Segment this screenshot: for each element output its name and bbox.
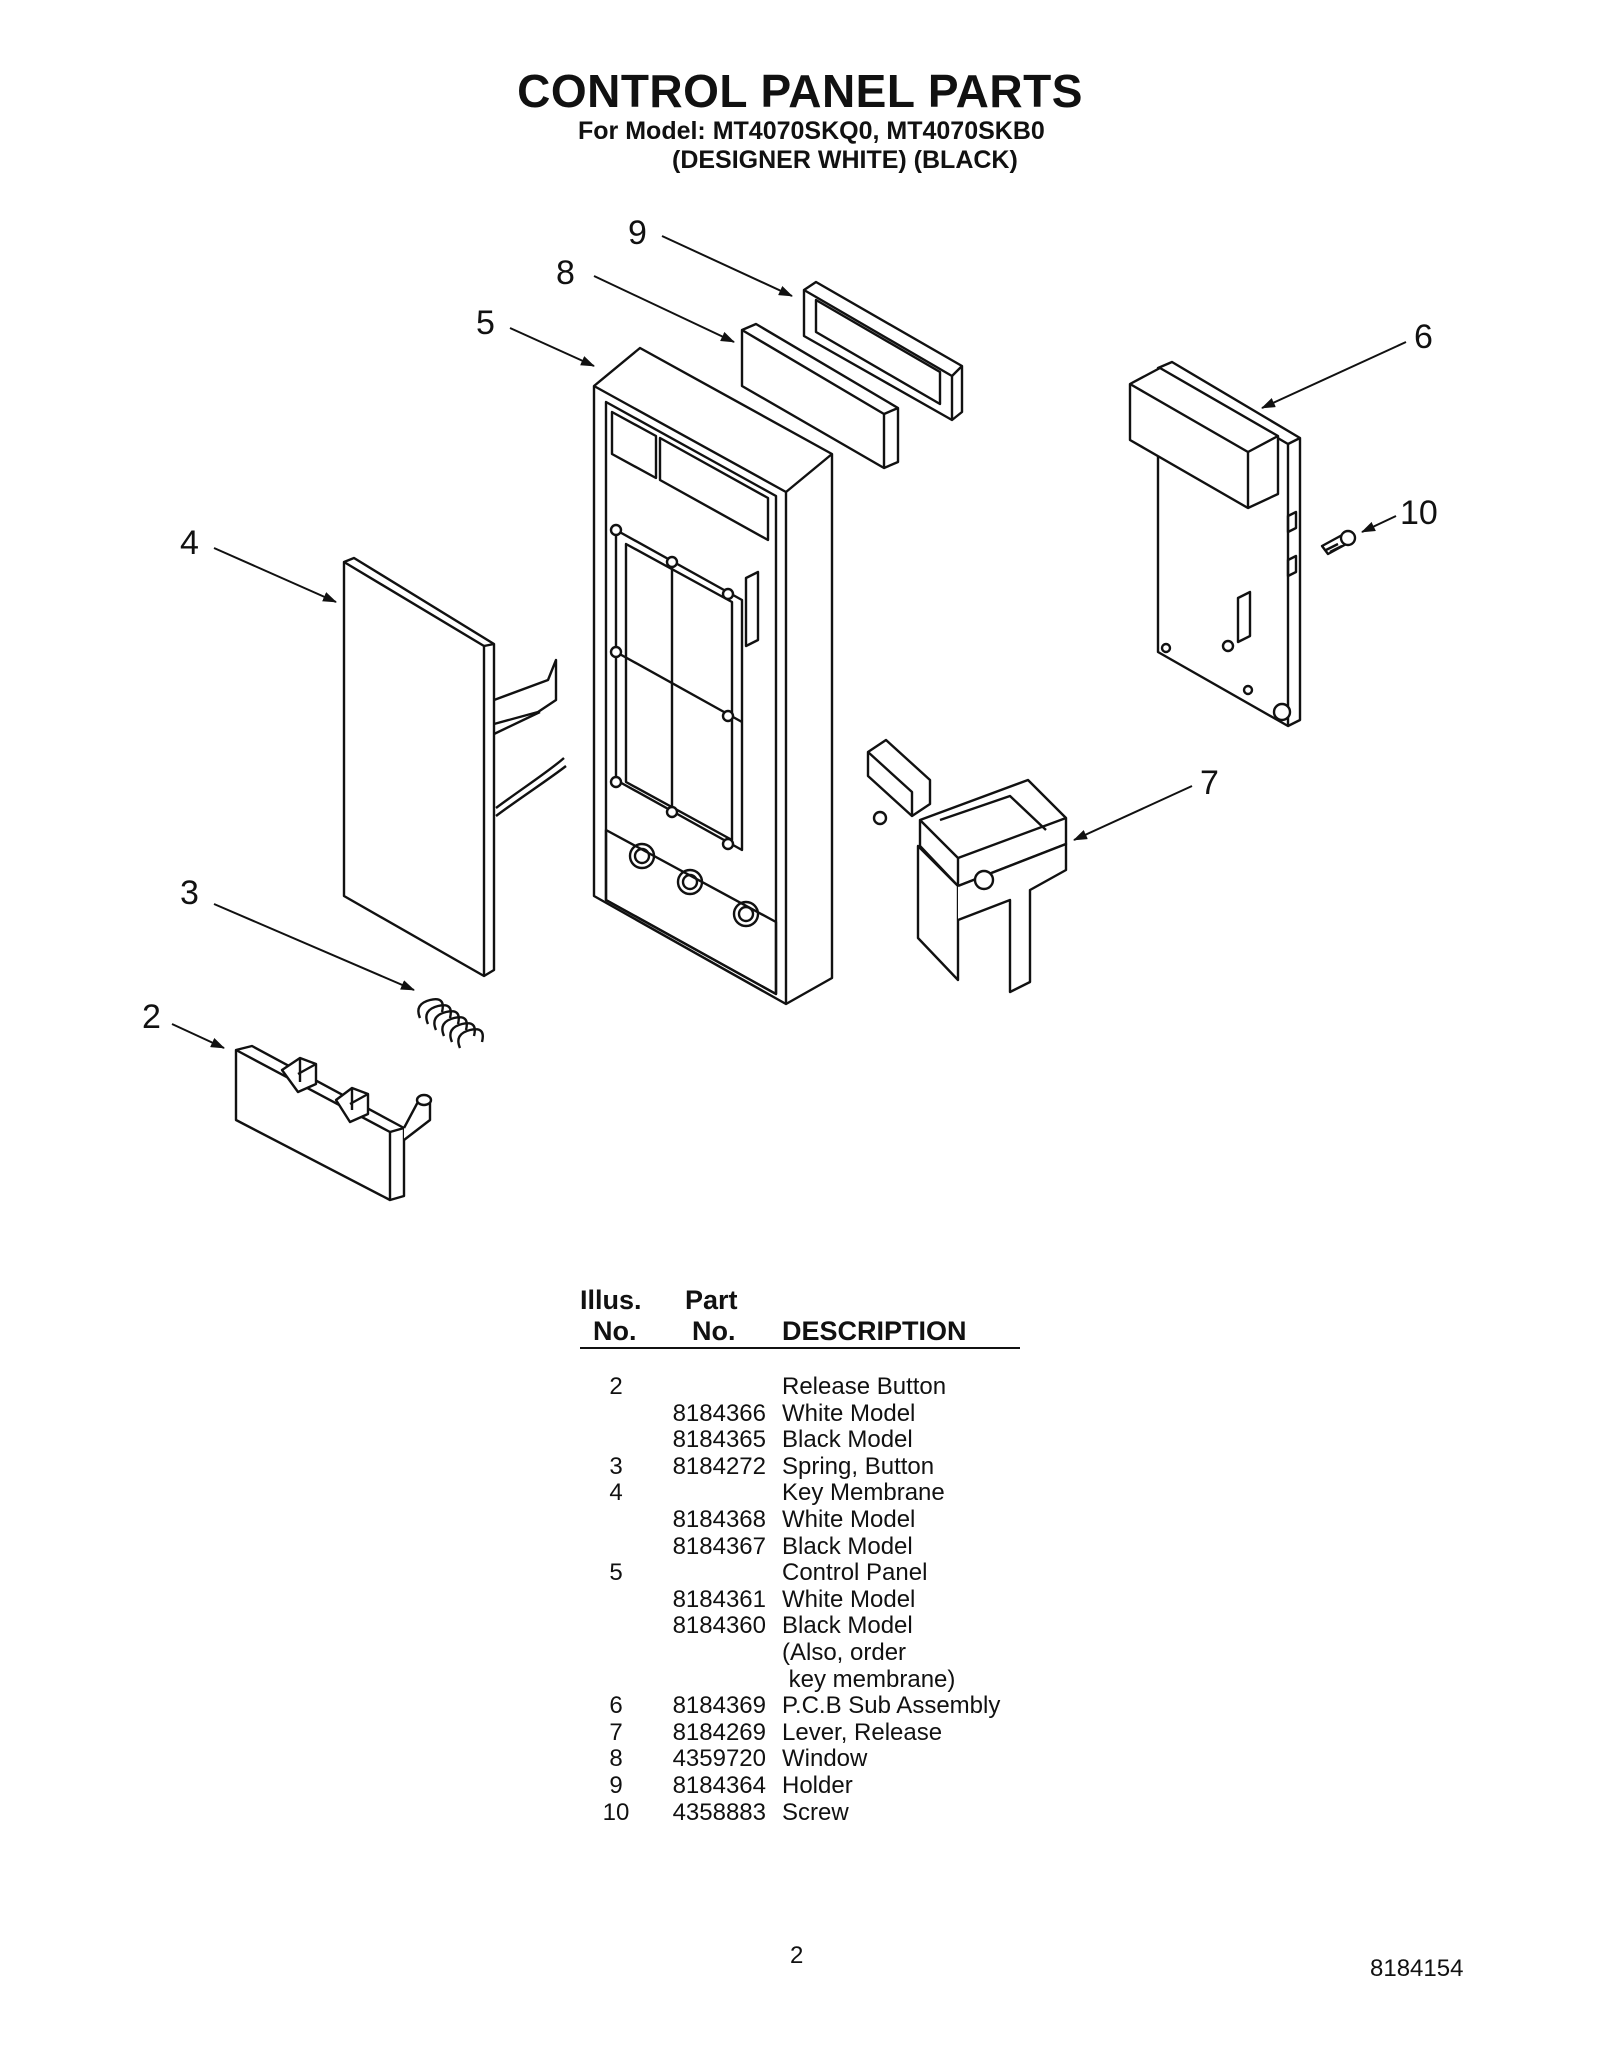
illus-no-cell: 2: [609, 1373, 623, 1400]
description-cell: Window: [782, 1745, 868, 1773]
table-row: 8184366 White Model: [580, 1400, 1020, 1427]
holder-part: [802, 280, 964, 422]
description-cell: (Also, order: [782, 1638, 907, 1666]
description-cell: Spring, Button: [782, 1452, 935, 1480]
table-row: 6 8184369 P.C.B Sub Assembly: [580, 1692, 1020, 1719]
description-cell: Release Button: [782, 1373, 947, 1400]
part-no-cell: 8184361: [672, 1585, 766, 1613]
description-cell: Control Panel: [782, 1559, 928, 1587]
table-row: 4 Key Membrane: [580, 1479, 1020, 1506]
header-illus-line2: No.: [593, 1316, 637, 1346]
part-no-cell: 8184360: [672, 1612, 766, 1640]
table-row: 8 4359720 Window: [580, 1745, 1020, 1772]
pcb-sub-assembly-part: [1128, 360, 1302, 728]
description-cell: Screw: [782, 1798, 849, 1826]
description-cell: White Model: [782, 1585, 916, 1613]
release-lever-part: [866, 738, 1068, 994]
description-cell: Black Model: [782, 1612, 913, 1640]
document-number: 8184154: [1370, 1955, 1464, 1982]
table-row: 8184368 White Model: [580, 1506, 1020, 1533]
callout-3: 3: [180, 874, 199, 912]
part-no-cell: 8184365: [672, 1426, 766, 1454]
exploded-parts-diagram: 9 8 5 6 10 4 7 3 2: [142, 214, 1438, 1202]
illus-no-cell: 9: [609, 1771, 623, 1799]
part-no-cell: 8184272: [672, 1452, 766, 1480]
parts-table: Illus. No. Part No. DESCRIPTION 2 Release…: [580, 1285, 1020, 1826]
description-cell: Black Model: [782, 1426, 913, 1454]
control-panel-part: [592, 346, 834, 1006]
parts-table-header: Illus. No. Part No. DESCRIPTION: [580, 1285, 1020, 1347]
description-cell: White Model: [782, 1399, 916, 1427]
table-row: 5 Control Panel: [580, 1559, 1020, 1586]
part-no-cell: 8184367: [672, 1532, 766, 1560]
description-cell: Lever, Release: [782, 1718, 943, 1746]
description-cell: key membrane): [782, 1665, 956, 1693]
part-no-cell: 8184368: [672, 1505, 766, 1533]
table-row: 8184367 Black Model: [580, 1533, 1020, 1560]
release-button-part: [234, 1044, 433, 1202]
screw-part: [1320, 529, 1357, 556]
part-no-cell: 8184369: [672, 1692, 766, 1720]
illus-no-cell: 4: [609, 1479, 623, 1507]
leader-lines: [171, 235, 1407, 1049]
table-row: (Also, order: [580, 1639, 1020, 1666]
table-row: 8184365 Black Model: [580, 1426, 1020, 1453]
spring-part: [417, 998, 484, 1049]
callout-9: 9: [628, 214, 647, 252]
callout-5: 5: [476, 304, 495, 342]
illus-no-cell: 6: [609, 1692, 623, 1720]
part-no-cell: 8184366: [672, 1399, 766, 1427]
illus-no-cell: 5: [609, 1559, 623, 1587]
header-part-line2: No.: [692, 1316, 736, 1346]
header-illus-line1: Illus.: [580, 1285, 642, 1315]
illus-no-cell: 3: [609, 1452, 623, 1480]
header-description: DESCRIPTION: [782, 1316, 967, 1346]
table-row: key membrane): [580, 1666, 1020, 1693]
header-rule: [580, 1347, 1020, 1349]
callout-6: 6: [1414, 318, 1433, 356]
header-part-line1: Part: [685, 1285, 738, 1315]
table-row: 8184360 Black Model: [580, 1612, 1020, 1639]
description-cell: P.C.B Sub Assembly: [782, 1692, 1001, 1720]
illus-no-cell: 7: [609, 1718, 623, 1746]
callout-10: 10: [1400, 494, 1438, 532]
table-row: 2 Release Button: [580, 1373, 1020, 1400]
table-row: 9 8184364 Holder: [580, 1772, 1020, 1799]
color-line: (DESIGNER WHITE) (BLACK): [672, 146, 1018, 174]
part-no-cell: 4358883: [672, 1798, 766, 1826]
table-row: 8184361 White Model: [580, 1586, 1020, 1613]
callout-4: 4: [180, 524, 199, 562]
key-membrane-part: [342, 556, 567, 978]
page-title: CONTROL PANEL PARTS: [517, 65, 1083, 117]
description-cell: White Model: [782, 1505, 916, 1533]
model-line: For Model: MT4070SKQ0, MT4070SKB0: [578, 117, 1045, 145]
callout-8: 8: [556, 254, 575, 292]
window-part: [740, 322, 900, 470]
illus-no-cell: 10: [602, 1798, 630, 1826]
description-cell: Black Model: [782, 1532, 913, 1560]
table-row: 7 8184269 Lever, Release: [580, 1719, 1020, 1746]
description-cell: Holder: [782, 1771, 853, 1799]
part-no-cell: 4359720: [672, 1745, 766, 1773]
table-row: 3 8184272 Spring, Button: [580, 1453, 1020, 1480]
part-no-cell: 8184364: [672, 1771, 766, 1799]
callout-7: 7: [1200, 764, 1219, 802]
callout-2: 2: [142, 998, 161, 1036]
page-number: 2: [790, 1942, 804, 1969]
description-cell: Key Membrane: [782, 1479, 945, 1507]
illus-no-cell: 8: [609, 1745, 623, 1773]
part-no-cell: 8184269: [672, 1718, 766, 1746]
table-row: 10 4358883 Screw: [580, 1799, 1020, 1826]
